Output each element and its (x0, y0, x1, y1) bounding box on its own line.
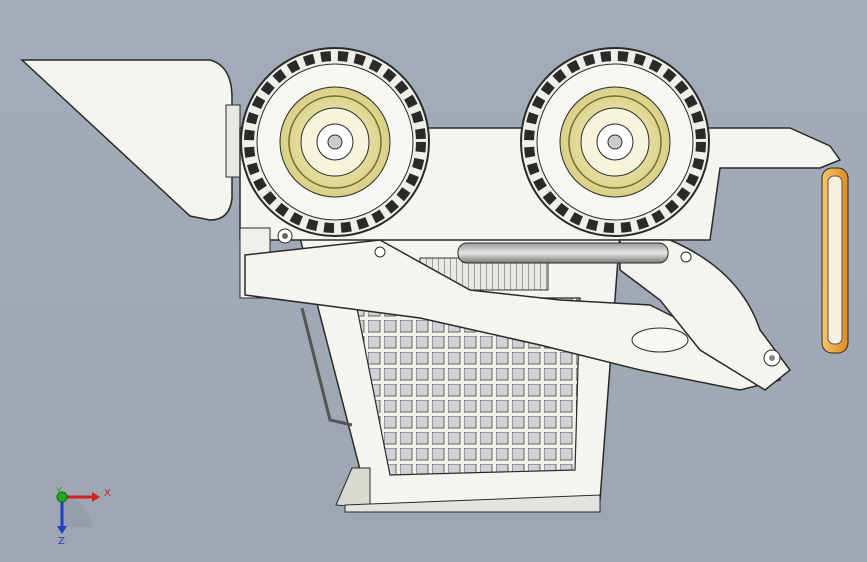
z-axis-label: Z (58, 536, 65, 547)
hydraulic-cylinder[interactable] (457, 242, 669, 264)
tail-light[interactable] (821, 167, 849, 354)
y-axis-marker: Y (55, 486, 68, 503)
front-wheel[interactable] (240, 47, 430, 237)
loader-arm[interactable] (244, 228, 792, 391)
x-axis-label: X (104, 488, 111, 499)
rear-wheel[interactable] (520, 47, 710, 237)
bucket[interactable] (20, 59, 241, 221)
y-axis-label: Y (55, 486, 63, 497)
